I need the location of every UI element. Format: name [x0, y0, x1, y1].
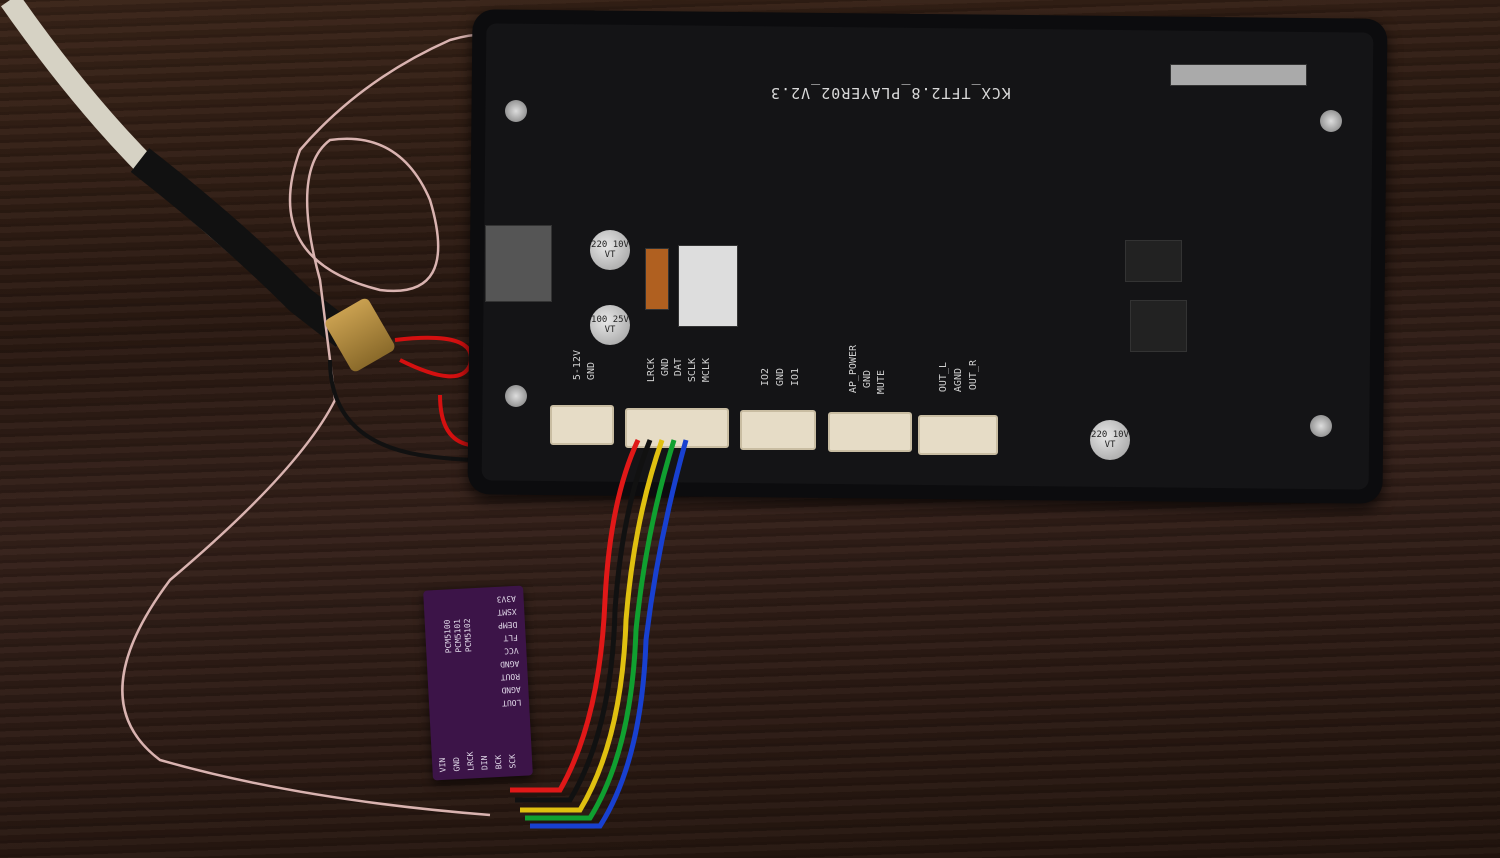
fpc-connector	[678, 245, 738, 327]
connector-io	[740, 410, 816, 450]
ribbon-cable	[645, 248, 669, 310]
connector-amp	[828, 412, 912, 452]
screw-icon	[505, 100, 527, 122]
voltage-regulator	[485, 225, 552, 302]
pink-wire	[121, 33, 552, 817]
wire-green	[525, 439, 677, 821]
screw-icon	[1310, 415, 1332, 437]
ic-chip	[1130, 300, 1187, 352]
capacitor: 220 10V VT	[590, 230, 630, 270]
connector-audio-out	[918, 415, 998, 455]
wire-black	[515, 439, 653, 803]
connector-i2s	[625, 408, 729, 448]
wire-red	[510, 438, 641, 793]
sd-card-slot	[1170, 64, 1307, 86]
wire-blue	[530, 439, 689, 829]
screw-icon	[505, 385, 527, 407]
capacitor: 220 10V VT	[1090, 420, 1130, 460]
taped-cable	[130, 148, 355, 347]
screw-icon	[1320, 110, 1342, 132]
connector-power	[550, 405, 614, 445]
wire-yellow	[520, 439, 665, 813]
capacitor: 100 25V VT	[590, 305, 630, 345]
ic-chip	[1125, 240, 1182, 282]
